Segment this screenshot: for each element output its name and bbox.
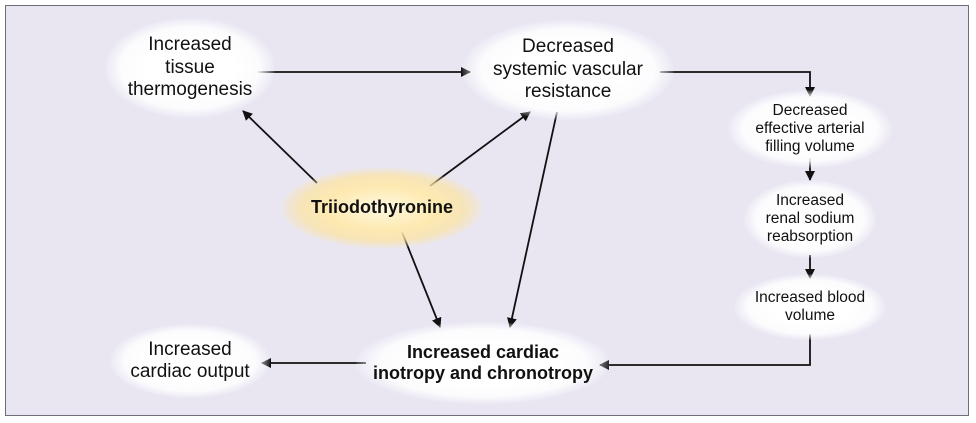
node-cardiac-output: Increased cardiac output xyxy=(110,324,270,398)
node-arterial-filling: Decreased effective arterial filling vol… xyxy=(728,90,892,168)
arrow-t3-to-inotropy xyxy=(401,231,442,328)
node-cardiac-inotropy: Increased cardiac inotropy and chronotro… xyxy=(356,322,610,404)
node-renal-sodium: Increased renal sodium reabsorption xyxy=(744,180,876,258)
arrow-resistance-to-filling xyxy=(660,71,815,97)
node-vascular-resistance: Decreased systemic vascular resistance xyxy=(462,20,674,120)
node-tissue-thermogenesis: Increased tissue thermogenesis xyxy=(105,18,275,118)
arrow-t3-to-thermogenesis xyxy=(242,110,318,184)
node-blood-volume: Increased blood volume xyxy=(734,274,886,340)
arrow-t3-to-resistance xyxy=(429,111,531,187)
node-triiodothyronine: Triiodothyronine xyxy=(282,168,482,248)
arrow-resistance-to-inotropy xyxy=(507,111,558,328)
arrow-volume-to-inotropy xyxy=(599,334,811,370)
